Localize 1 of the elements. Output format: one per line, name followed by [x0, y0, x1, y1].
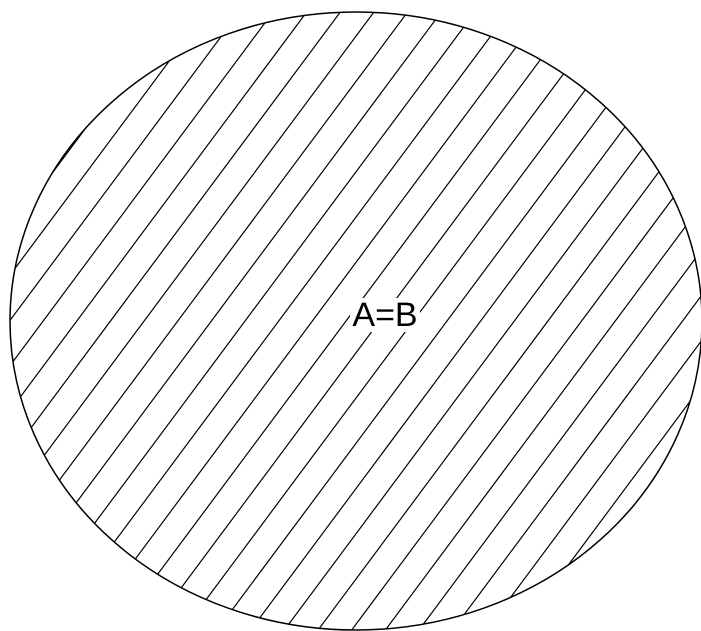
ellipse-label: A=B	[350, 298, 420, 332]
